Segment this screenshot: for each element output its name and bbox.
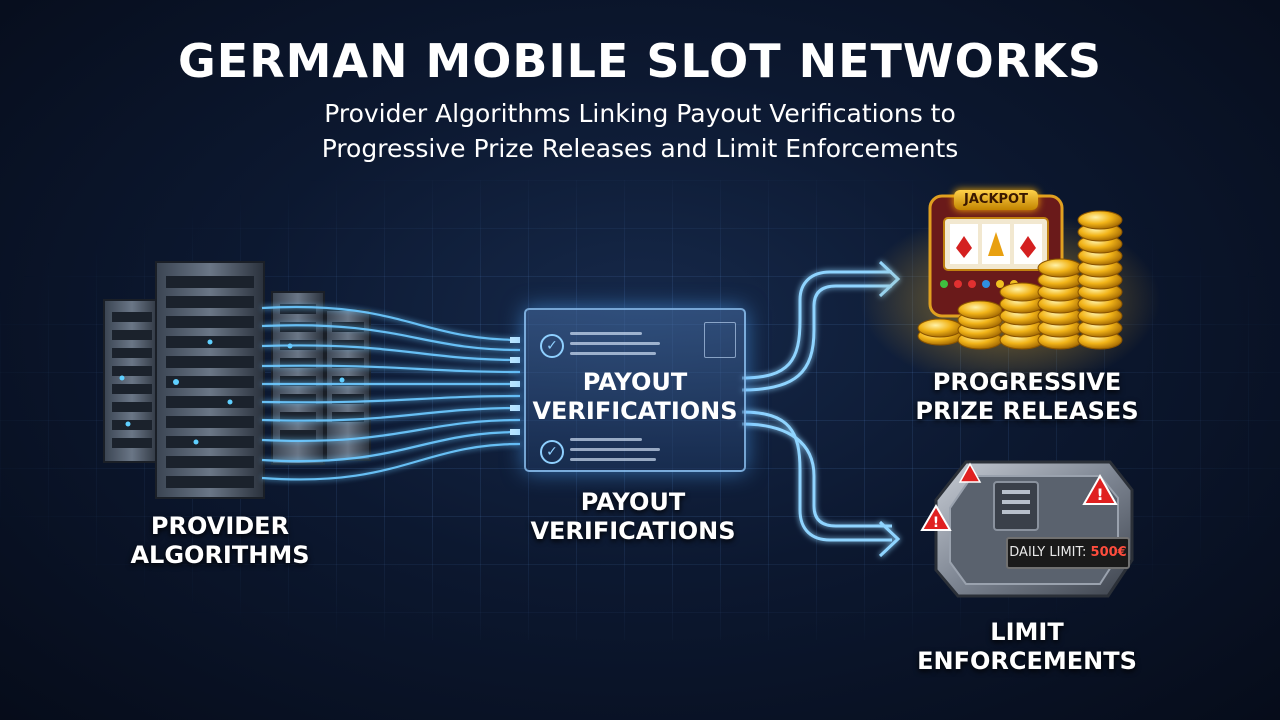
log-line bbox=[570, 342, 660, 345]
connector-dots bbox=[510, 337, 520, 435]
progressive-prize-releases-label: PROGRESSIVE PRIZE RELEASES bbox=[892, 368, 1162, 426]
daily-limit-display: DAILY LIMIT: 500€ bbox=[1006, 537, 1130, 569]
limit-enforcements-label: LIMIT ENFORCEMENTS bbox=[892, 618, 1162, 676]
progressive-label-line-1: PROGRESSIVE bbox=[932, 368, 1122, 396]
payout-verifications-label: PAYOUT VERIFICATIONS bbox=[513, 488, 753, 546]
progressive-label-line-2: PRIZE RELEASES bbox=[915, 397, 1139, 425]
limit-label-line-2: ENFORCEMENTS bbox=[917, 647, 1137, 675]
log-line bbox=[570, 438, 642, 441]
warning-icon: ! ! bbox=[920, 462, 1118, 531]
page-title: GERMAN MOBILE SLOT NETWORKS bbox=[178, 34, 1102, 88]
check-circle-icon: ✓ bbox=[540, 440, 564, 464]
daily-limit-label: DAILY LIMIT: bbox=[1009, 545, 1087, 560]
page-subtitle: Provider Algorithms Linking Payout Verif… bbox=[0, 96, 1280, 166]
coin-stack-icon bbox=[917, 210, 1123, 350]
flow-arrow-to-limits bbox=[741, 410, 901, 558]
data-flow-lines bbox=[261, 305, 521, 481]
payout-label-line-1: PAYOUT bbox=[580, 488, 686, 516]
jackpot-sign: JACKPOT bbox=[954, 190, 1038, 210]
panel-title-line-2: VERIFICATIONS bbox=[532, 397, 738, 425]
log-line bbox=[570, 352, 656, 355]
check-circle-icon: ✓ bbox=[540, 334, 564, 358]
daily-limit-amount: 500€ bbox=[1090, 545, 1127, 560]
panel-title: PAYOUT VERIFICATIONS bbox=[526, 368, 744, 426]
subtitle-line-2: Progressive Prize Releases and Limit Enf… bbox=[321, 134, 959, 163]
payout-verification-panel: ✓ PAYOUT VERIFICATIONS ✓ bbox=[524, 308, 746, 472]
limit-label-line-1: LIMIT bbox=[990, 618, 1064, 646]
panel-title-line-1: PAYOUT bbox=[582, 368, 688, 396]
subtitle-line-1: Provider Algorithms Linking Payout Verif… bbox=[324, 99, 956, 128]
provider-label-line-2: ALGORITHMS bbox=[130, 541, 310, 569]
provider-label-line-1: PROVIDER bbox=[150, 512, 290, 540]
log-line bbox=[570, 448, 660, 451]
provider-algorithms-label: PROVIDER ALGORITHMS bbox=[110, 512, 330, 570]
svg-text:!: ! bbox=[933, 515, 939, 531]
server-rack-icon bbox=[103, 261, 371, 499]
log-line bbox=[570, 332, 642, 335]
log-line bbox=[570, 458, 656, 461]
terminal-icon bbox=[704, 322, 736, 358]
svg-text:!: ! bbox=[1096, 485, 1103, 504]
payout-label-line-2: VERIFICATIONS bbox=[530, 517, 736, 545]
